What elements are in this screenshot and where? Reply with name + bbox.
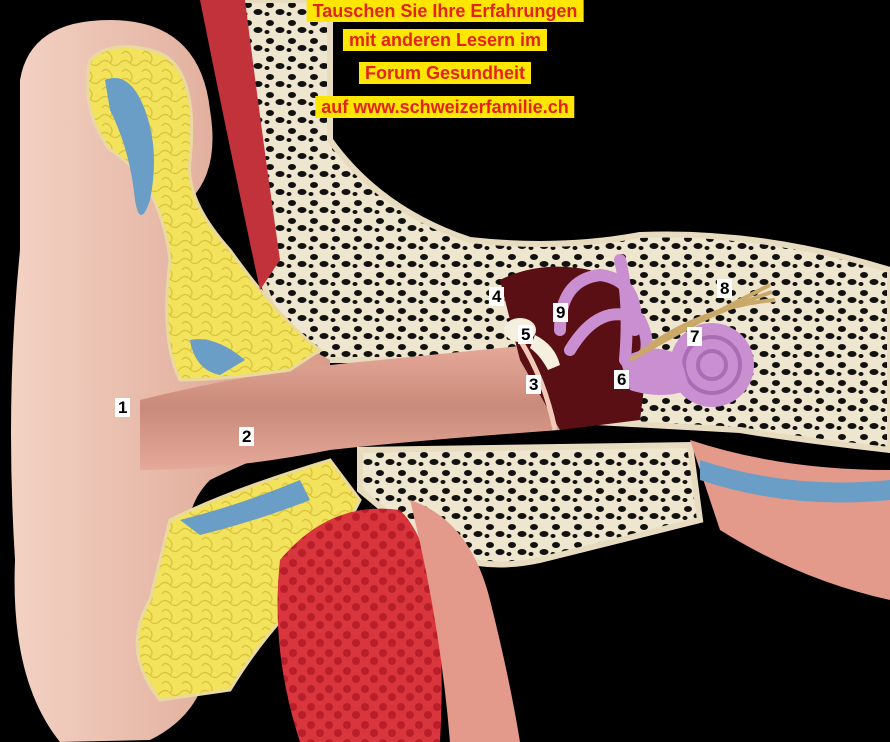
label-8: 8 bbox=[717, 279, 732, 298]
banner-line-4[interactable]: auf www.schweizerfamilie.ch bbox=[315, 96, 574, 118]
muscle-lower bbox=[278, 509, 442, 742]
label-4: 4 bbox=[489, 287, 504, 306]
label-9: 9 bbox=[553, 303, 568, 322]
banner-line-2: mit anderen Lesern im bbox=[343, 29, 547, 51]
banner-line-3: Forum Gesundheit bbox=[359, 62, 531, 84]
label-5: 5 bbox=[518, 325, 533, 344]
eustachian-tube bbox=[690, 440, 890, 600]
label-6: 6 bbox=[614, 370, 629, 389]
label-3: 3 bbox=[526, 375, 541, 394]
forum-banner: Tauschen Sie Ihre Erfahrungen mit andere… bbox=[0, 0, 890, 130]
vestibule bbox=[620, 349, 690, 395]
label-1: 1 bbox=[115, 398, 130, 417]
label-2: 2 bbox=[239, 427, 254, 446]
banner-line-1: Tauschen Sie Ihre Erfahrungen bbox=[307, 0, 584, 22]
label-7: 7 bbox=[687, 327, 702, 346]
